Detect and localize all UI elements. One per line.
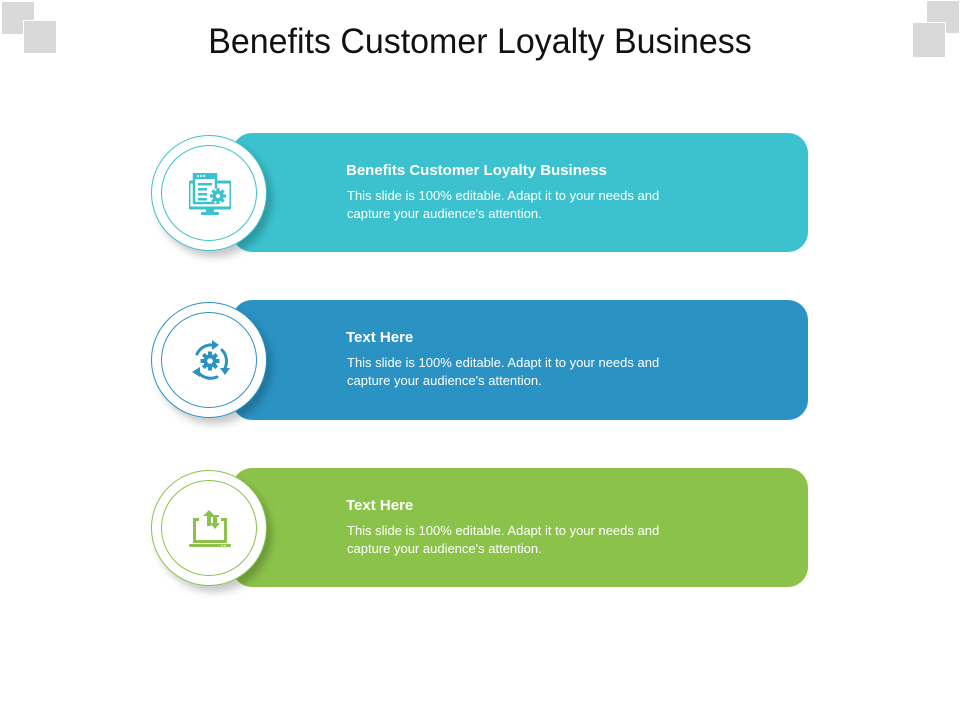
benefit-description: This slide is 100% editable. Adapt it to… (347, 355, 660, 388)
benefit-description: This slide is 100% editable. Adapt it to… (347, 188, 660, 221)
benefit-bar: Benefits Customer Loyalty Business This … (232, 133, 808, 252)
benefit-heading: Text Here (346, 329, 414, 346)
benefit-heading: Benefits Customer Loyalty Business (346, 162, 607, 179)
benefit-bar: Text Here This slide is 100% editable. A… (232, 468, 808, 587)
icon-circle (151, 302, 267, 418)
icon-circle (151, 470, 267, 586)
icon-circle-inner (161, 480, 257, 576)
benefit-description: This slide is 100% editable. Adapt it to… (347, 523, 660, 556)
corner-decoration-square (23, 20, 56, 53)
icon-circle-inner (161, 145, 257, 241)
cycle-gear-icon (192, 340, 230, 380)
benefit-item-2: Text Here This slide is 100% editable. A… (0, 300, 960, 430)
benefit-item-1: Benefits Customer Loyalty Business This … (0, 133, 960, 263)
benefit-bar: Text Here This slide is 100% editable. A… (232, 300, 808, 420)
benefit-heading: Text Here (346, 497, 414, 514)
slide-title: Benefits Customer Loyalty Business (208, 22, 752, 61)
benefit-item-3: Text Here This slide is 100% editable. A… (0, 468, 960, 598)
icon-circle (151, 135, 267, 251)
icon-circle-inner (161, 312, 257, 408)
monitor-settings-icon (189, 173, 231, 215)
laptop-transfer-icon (189, 510, 231, 547)
corner-decoration-square (913, 22, 946, 57)
